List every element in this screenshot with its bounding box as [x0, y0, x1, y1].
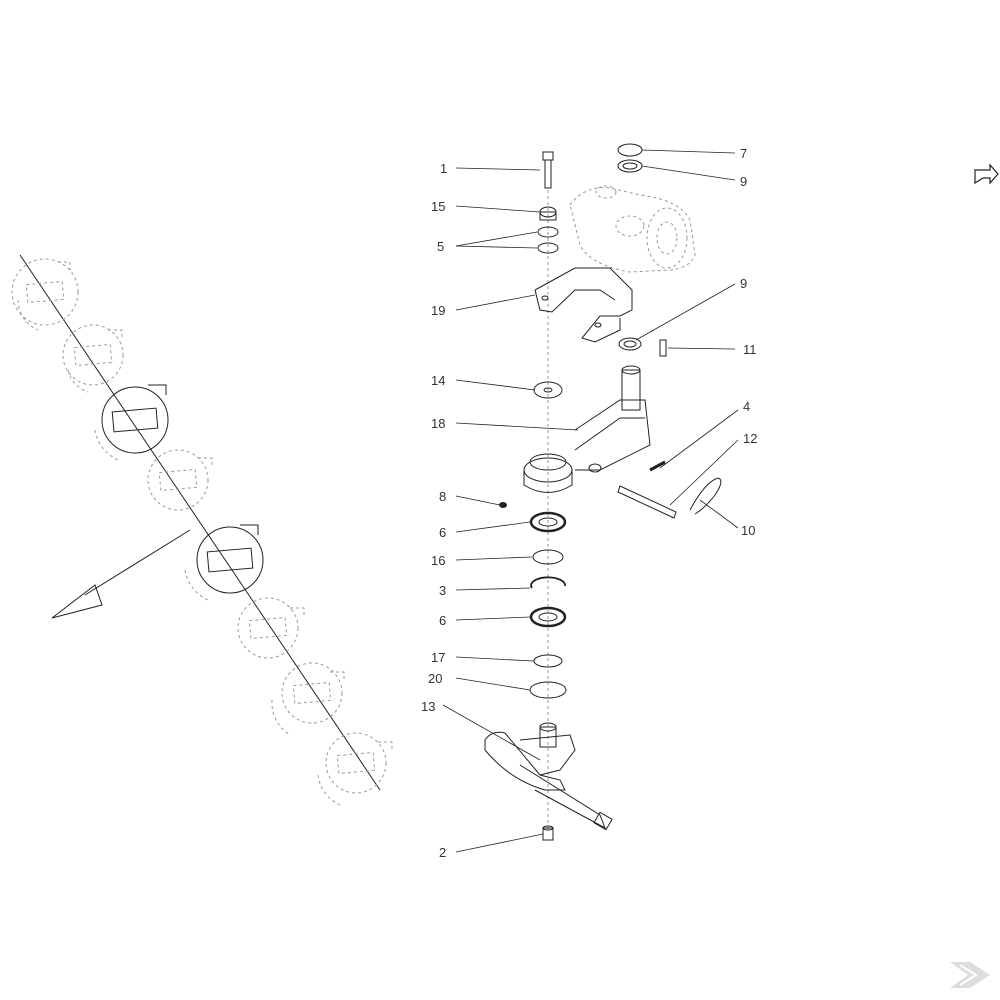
callout-9-lower: 9 [740, 276, 747, 291]
part-gearbox-ghost [569, 185, 696, 273]
part-pin-short [659, 339, 667, 357]
part-bearing-upper [529, 511, 567, 533]
disc-4 [147, 449, 213, 511]
part-lynch-clip [689, 477, 722, 515]
callout-17: 17 [431, 650, 445, 665]
callout-6-upper: 6 [439, 525, 446, 540]
callout-18: 18 [431, 416, 445, 431]
callout-19: 19 [431, 303, 445, 318]
part-nut [542, 825, 554, 841]
callout-14: 14 [431, 373, 445, 388]
exploded-assembly [484, 143, 722, 841]
callout-9-upper: 9 [740, 174, 747, 189]
disc-2 [62, 324, 124, 393]
part-skid-shaft [484, 722, 613, 831]
brand-logo-icon [950, 962, 990, 988]
part-roll-pin [649, 460, 666, 472]
disc-6 [237, 597, 305, 659]
callout-16: 16 [431, 553, 445, 568]
part-circlip-top [617, 143, 643, 157]
callout-7: 7 [740, 146, 747, 161]
callout-12: 12 [743, 431, 757, 446]
callout-11: 11 [743, 342, 757, 357]
disc-8 [317, 732, 393, 806]
callout-6-lower: 6 [439, 613, 446, 628]
callout-3: 3 [439, 583, 446, 598]
callout-4: 4 [743, 399, 750, 414]
callout-15: 15 [431, 199, 445, 214]
part-hinge-pin [617, 485, 677, 519]
mower-disc-overview [11, 254, 393, 806]
callout-2: 2 [439, 845, 446, 860]
direction-arrow-icon [974, 163, 999, 185]
callout-8: 8 [439, 489, 446, 504]
part-snap-ring [530, 576, 566, 589]
part-bearing-lower [529, 606, 567, 628]
disc-7 [271, 662, 345, 736]
cutterbar-axis [19, 254, 381, 791]
part-bolt [542, 151, 554, 189]
callout-20: 20 [428, 671, 442, 686]
part-washer-lower [537, 242, 559, 254]
disc-3 [94, 384, 169, 461]
part-washer-middle [618, 337, 642, 351]
callout-13: 13 [421, 699, 435, 714]
travel-direction-arrow-icon [51, 529, 191, 619]
part-ring-16 [532, 549, 564, 565]
callout-labels: 1 15 5 19 14 18 8 6 16 3 6 17 20 13 2 7 … [421, 146, 757, 860]
disc-5 [184, 524, 264, 601]
part-swing-arm [523, 365, 651, 493]
leader-lines [442, 149, 739, 853]
disc-1 [11, 258, 79, 331]
callout-1: 1 [440, 161, 447, 176]
part-washer-upper [537, 226, 559, 238]
part-washer-top [617, 159, 643, 173]
callout-5: 5 [437, 239, 444, 254]
callout-10: 10 [741, 523, 755, 538]
part-grease-nipple [499, 502, 507, 508]
part-bracket [534, 267, 633, 343]
